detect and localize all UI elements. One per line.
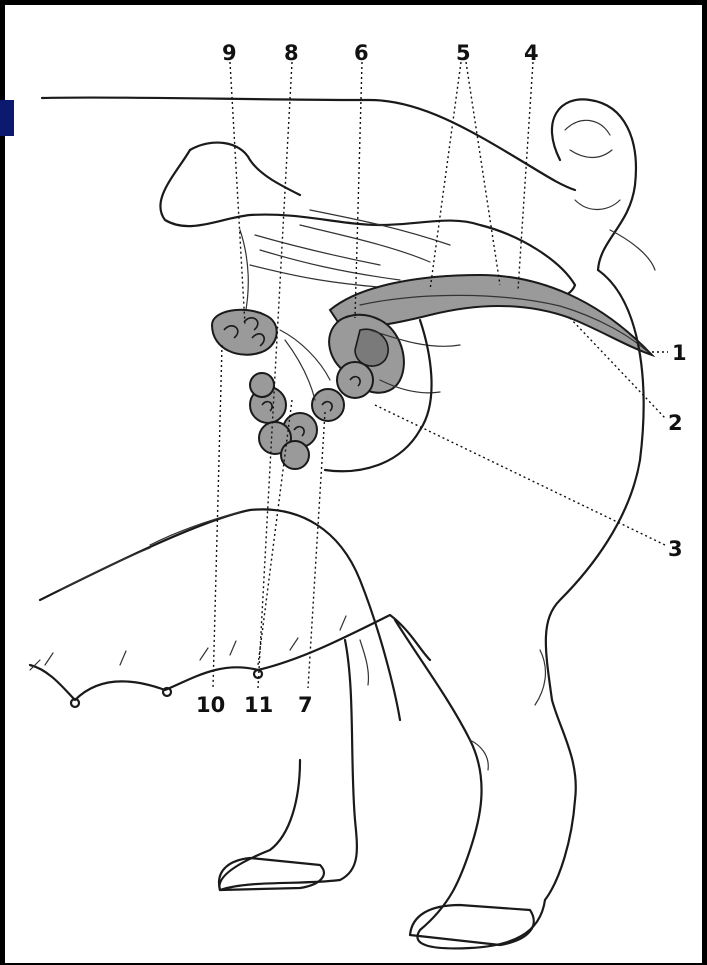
label-2: 2 xyxy=(668,411,683,435)
label-4: 4 xyxy=(524,41,539,65)
belly-hair xyxy=(30,616,346,670)
ovary xyxy=(212,310,277,355)
leader-5a xyxy=(430,62,461,290)
label-10: 10 xyxy=(196,693,225,717)
label-5: 5 xyxy=(456,41,471,65)
flank-hair xyxy=(60,512,240,590)
horn-coil-3 xyxy=(312,389,344,421)
label-9: 9 xyxy=(222,41,237,65)
label-8: 8 xyxy=(284,41,299,65)
tail-hair xyxy=(565,120,655,270)
horn-coil-8 xyxy=(250,373,274,397)
pelvis-top xyxy=(190,143,300,195)
hoof-left xyxy=(219,858,324,890)
leader-10 xyxy=(213,345,222,688)
leader-4 xyxy=(518,62,533,290)
leader-3 xyxy=(375,405,665,545)
label-6: 6 xyxy=(354,41,369,65)
label-1: 1 xyxy=(672,341,687,365)
leader-5b xyxy=(466,62,500,285)
back-outline xyxy=(42,97,575,190)
thigh-outline xyxy=(545,270,644,900)
broad-ligament xyxy=(300,210,450,262)
label-7: 7 xyxy=(298,693,313,717)
right-hind-leg xyxy=(395,620,545,948)
leader-9 xyxy=(230,62,245,325)
label-3: 3 xyxy=(668,537,683,561)
flank-line xyxy=(40,509,400,720)
left-hind-leg xyxy=(219,640,356,890)
belly-line xyxy=(30,615,430,700)
label-11: 11 xyxy=(244,693,273,717)
hock-detail xyxy=(360,640,545,770)
horn-coil-2 xyxy=(337,362,373,398)
